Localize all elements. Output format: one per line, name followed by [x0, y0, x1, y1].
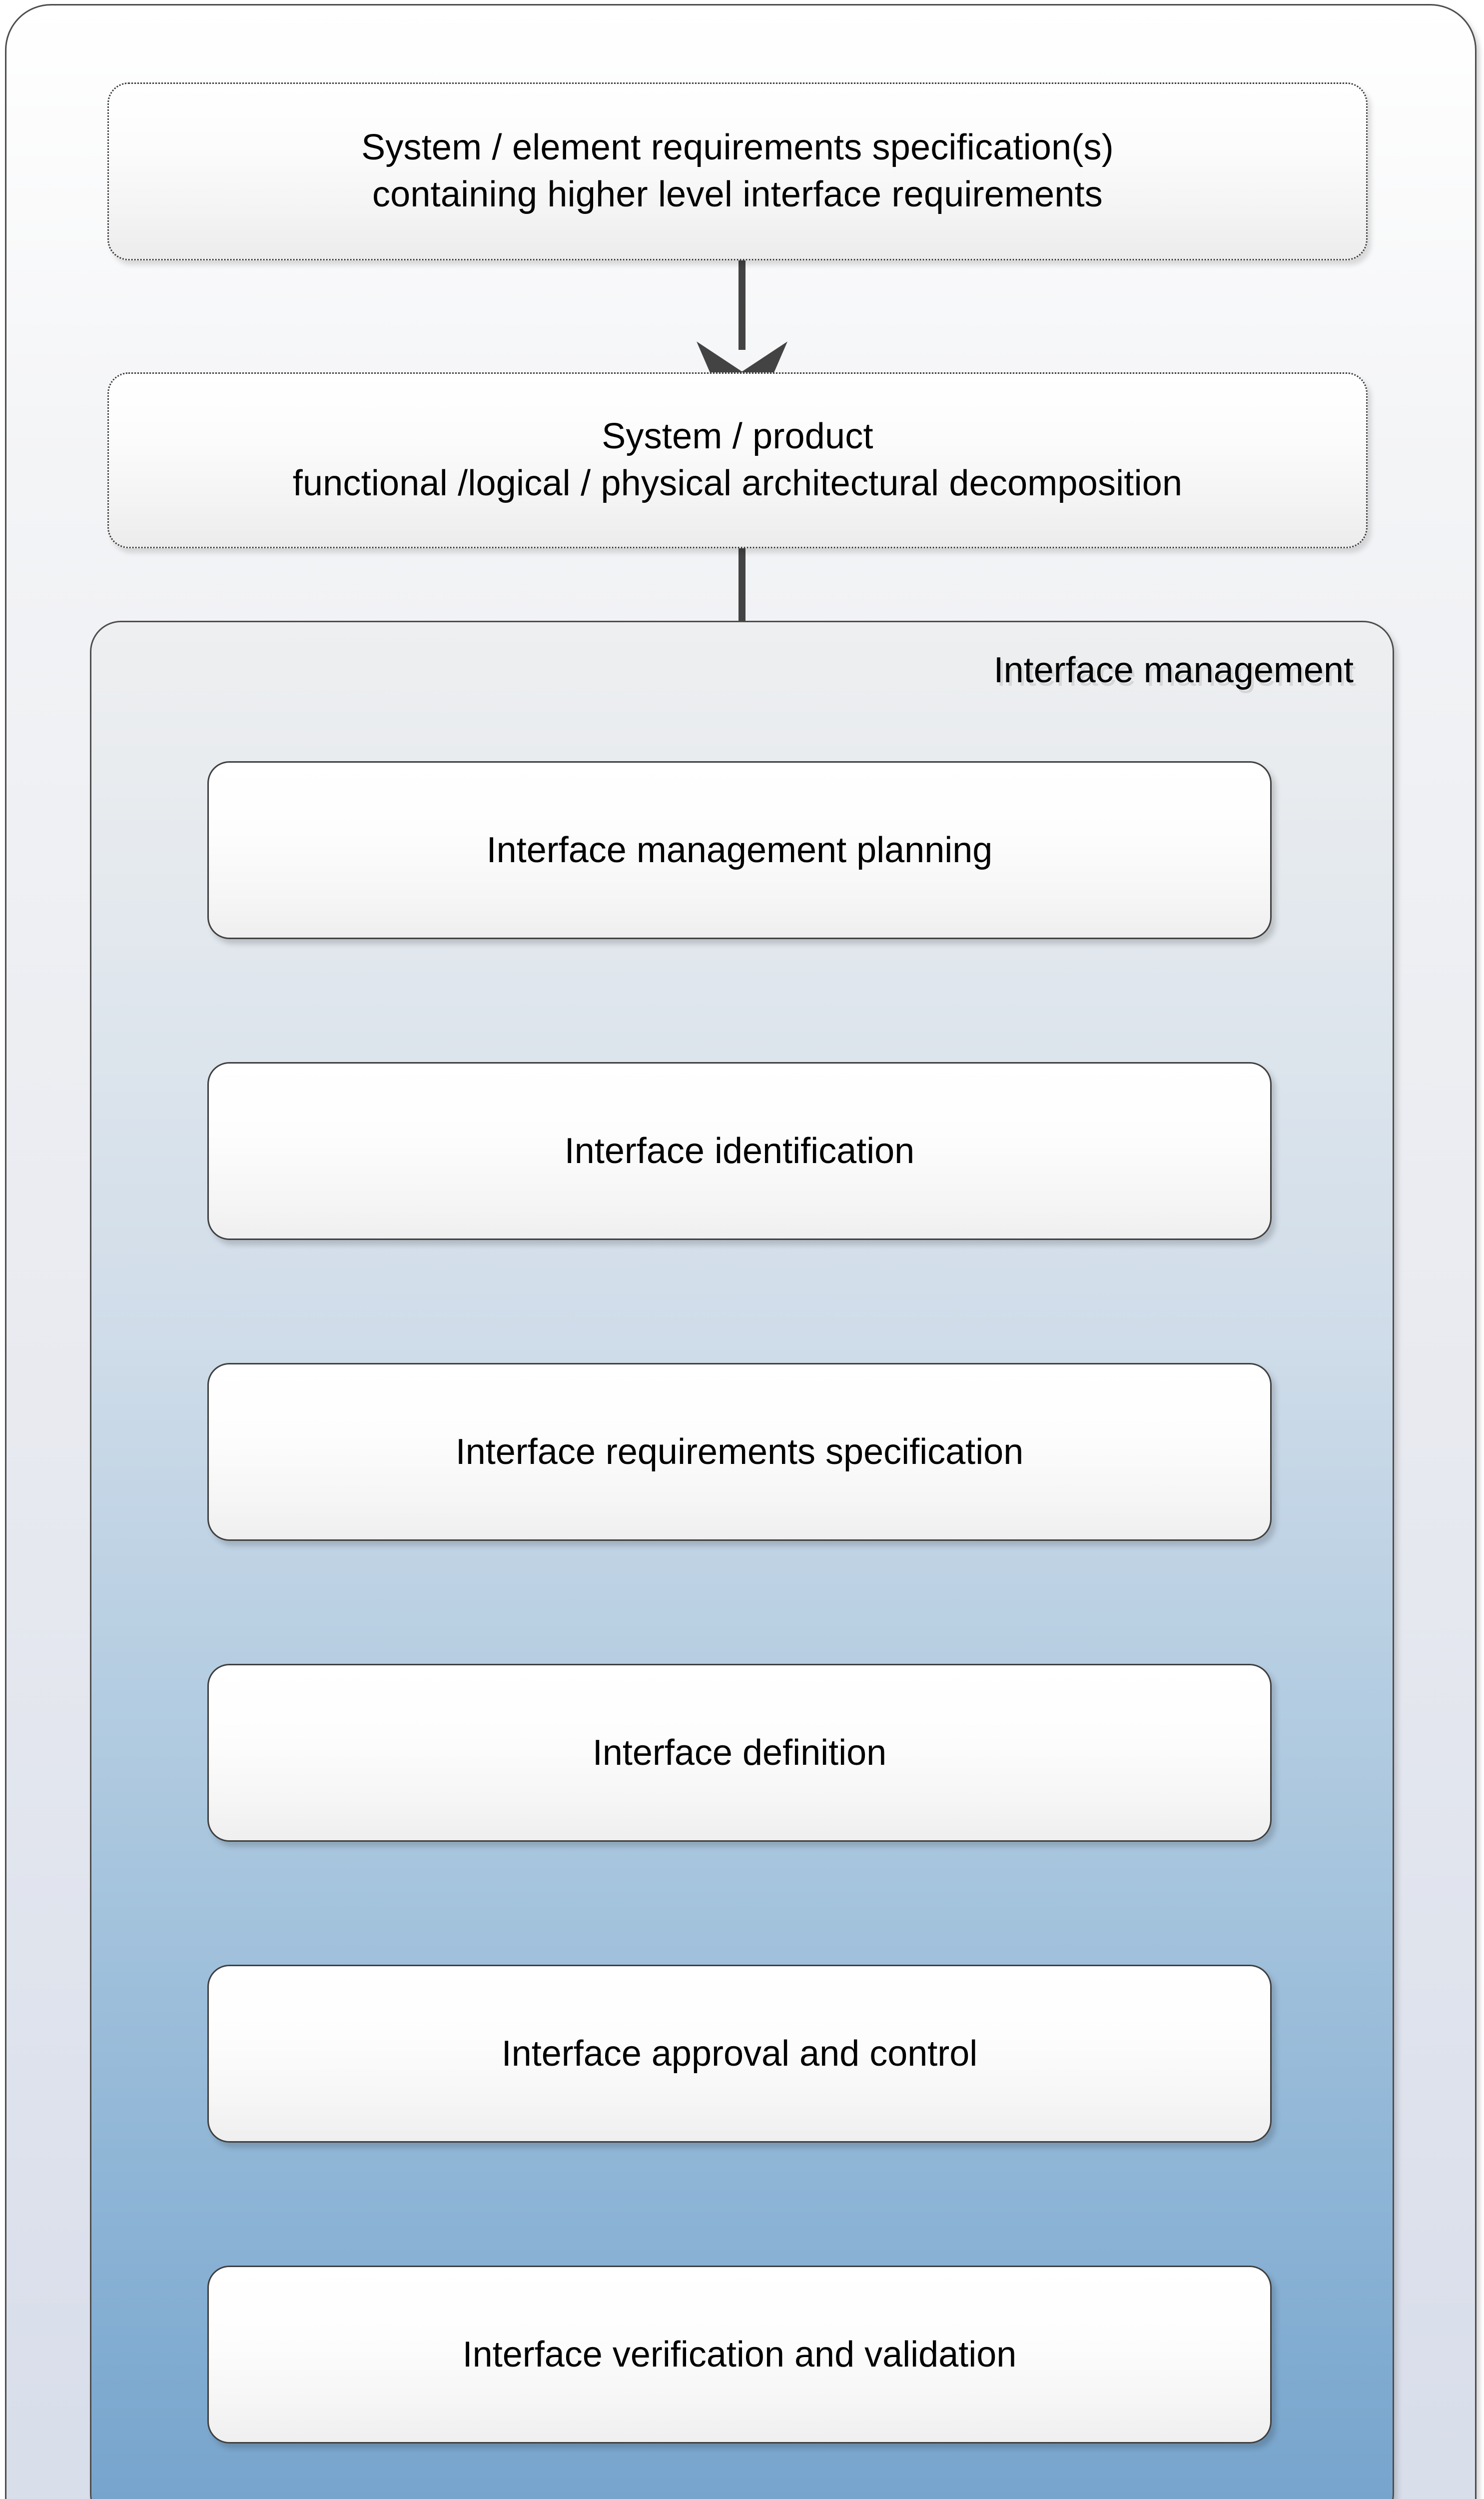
- node-label: System / element requirements specificat…: [361, 127, 1114, 214]
- node-label: Interface management planning: [486, 830, 993, 870]
- node-label: Interface requirements specification: [455, 1432, 1024, 1472]
- node-label: System / product functional /logical / p…: [292, 416, 1183, 503]
- node-system-element-requirements[interactable]: System / element requirements specificat…: [107, 82, 1368, 260]
- node-label: Interface approval and control: [501, 2034, 978, 2074]
- node-interface-approval-and-control[interactable]: Interface approval and control: [207, 1965, 1272, 2143]
- group-title: Interface management: [993, 650, 1354, 690]
- node-label: Interface identification: [564, 1131, 915, 1171]
- node-interface-management-planning[interactable]: Interface management planning: [207, 761, 1272, 939]
- node-interface-requirements-specification[interactable]: Interface requirements specification: [207, 1363, 1272, 1541]
- node-system-product-decomposition[interactable]: System / product functional /logical / p…: [107, 372, 1368, 548]
- node-label: Interface verification and validation: [462, 2335, 1017, 2375]
- node-interface-identification[interactable]: Interface identification: [207, 1062, 1272, 1240]
- node-interface-verification-and-validation[interactable]: Interface verification and validation: [207, 2266, 1272, 2444]
- node-label: Interface definition: [592, 1733, 887, 1773]
- node-interface-definition[interactable]: Interface definition: [207, 1664, 1272, 1842]
